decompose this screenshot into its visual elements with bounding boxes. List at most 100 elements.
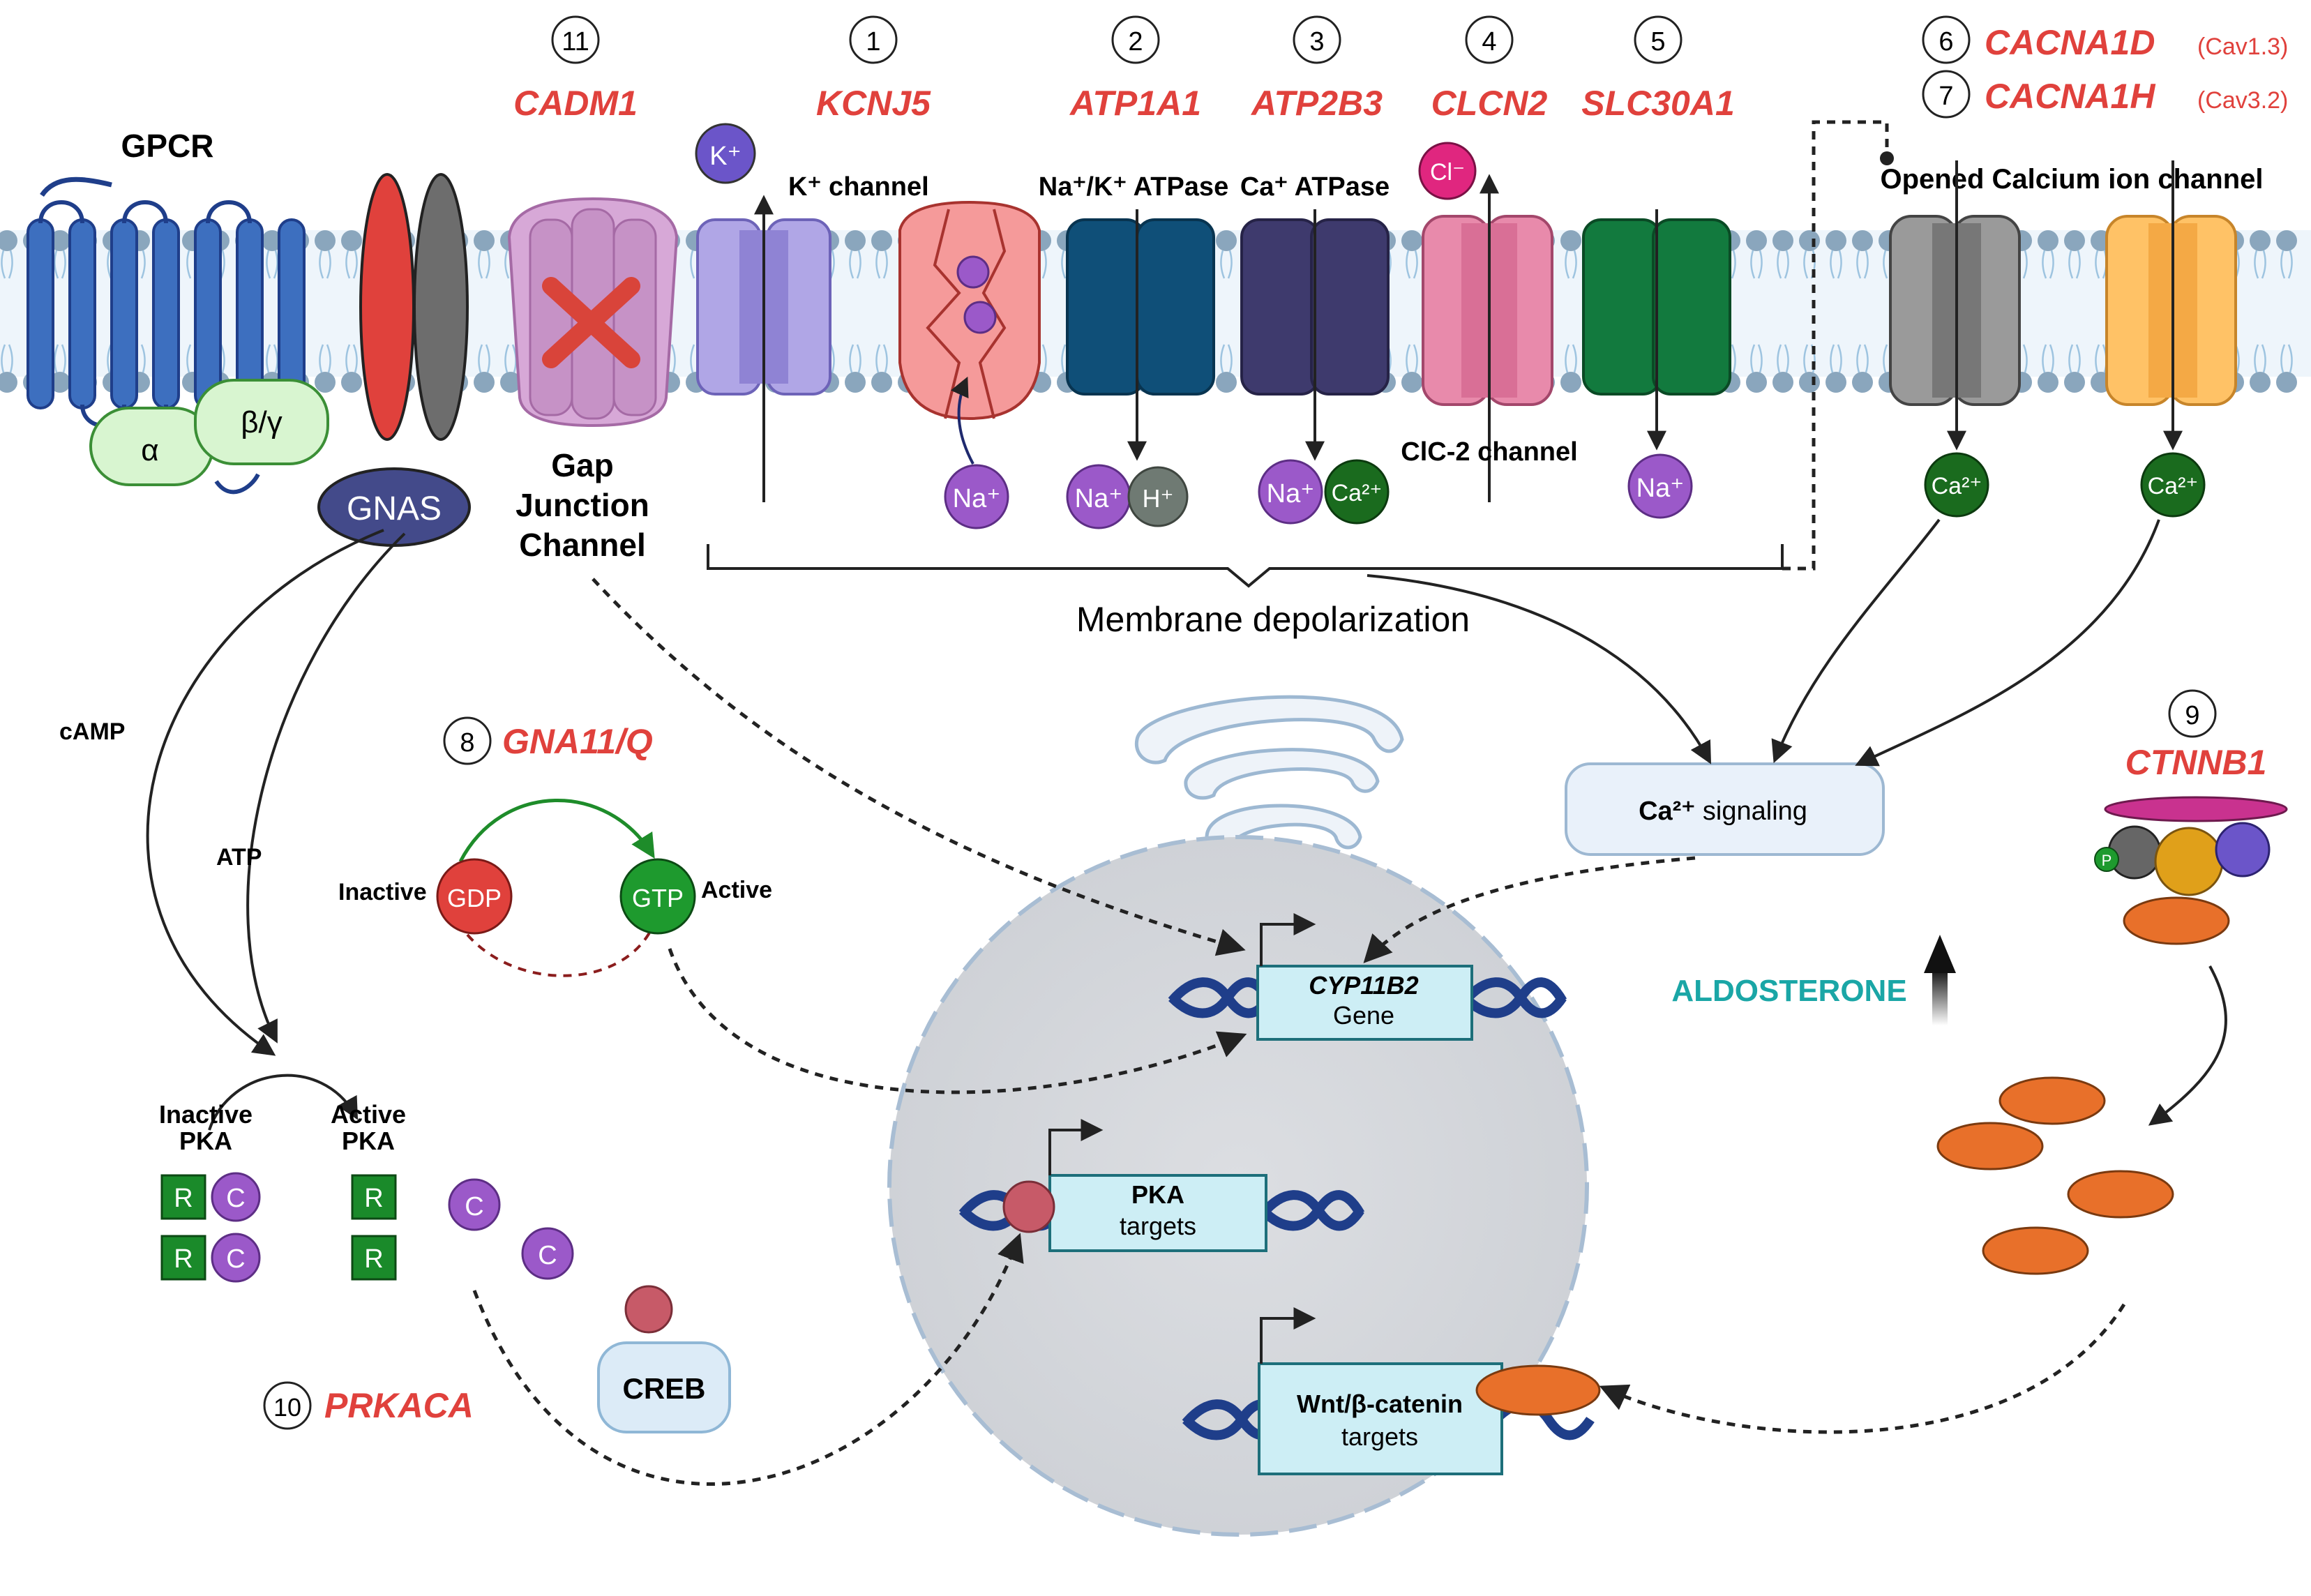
svg-text:2: 2 (1128, 27, 1143, 57)
svg-text:C: C (538, 1241, 557, 1270)
depolarization-bracket (707, 544, 1784, 588)
inactive-label: Inactive (338, 879, 427, 905)
aldosterone-arrow-shaft (1932, 970, 1948, 1025)
ca-atpase (1240, 209, 1390, 461)
phospho-label: P (2102, 852, 2112, 869)
na-ion-kcnj5 (944, 464, 1009, 529)
svg-text:9: 9 (2185, 701, 2199, 730)
creb-label: CREB (622, 1372, 705, 1405)
h-ion (1127, 466, 1189, 527)
cl-ion-label: Cl⁻ (1430, 159, 1465, 186)
ca-ion-ca-atpase (1324, 459, 1390, 525)
svg-text:4: 4 (1482, 27, 1496, 57)
pka-targets-gene (958, 1119, 1365, 1252)
svg-text:8: 8 (460, 728, 474, 758)
inactive-pka-label-2: PKA (179, 1127, 232, 1155)
gna-cycle (436, 799, 696, 977)
wnt-targets-gene (1182, 1307, 1601, 1475)
gene-atp1a1: ATP1A1 (1069, 84, 1201, 123)
gene-gna11q: GNA11/Q (502, 722, 653, 761)
nuclear-signal-arrows (472, 578, 2126, 1486)
na-ion-slc30a1 (1627, 453, 1693, 519)
svg-text:7: 7 (1939, 82, 1953, 111)
gene-cacna1d-sub: (Cav1.3) (2197, 33, 2288, 60)
aldosterone-up-arrow (1924, 935, 1956, 973)
g-beta-gamma-label: β/γ (241, 405, 283, 439)
svg-text:R: R (364, 1244, 383, 1274)
svg-text:11: 11 (562, 27, 589, 57)
cav32-channel (2105, 160, 2237, 451)
free-beta-catenin (1936, 1076, 2174, 1275)
red-membrane-protein (359, 173, 415, 441)
na-ion-ca-atpase-label: Na⁺ (1267, 479, 1315, 509)
gene-cacna1h: CACNA1H (1985, 77, 2155, 116)
aldosterone-label: ALDOSTERONE (1671, 974, 1906, 1008)
cyp11b2-gene-label: Gene (1333, 1001, 1394, 1030)
active-pka-label-2: PKA (342, 1127, 395, 1155)
cl-ion (1418, 142, 1477, 200)
creb-box (597, 1341, 731, 1433)
na-ion-atpase-label: Na⁺ (1075, 484, 1123, 513)
svg-text:R: R (174, 1184, 193, 1213)
kcnj5-mutant-channel (898, 200, 1041, 465)
wnt-targets-label-1: Wnt/β-catenin (1297, 1390, 1463, 1418)
membrane-depolarization-label: Membrane depolarization (1076, 600, 1470, 639)
ca-ion-ca-atpase-label: Ca²⁺ (1332, 480, 1383, 506)
clc2-channel-label: ClC-2 channel (1401, 437, 1577, 467)
na-ion-kcnj5-label: Na⁺ (953, 484, 1001, 513)
svg-text:5: 5 (1650, 27, 1665, 57)
gtp-label: GTP (632, 884, 684, 912)
g-alpha-label: α (141, 433, 158, 467)
gap-junction-label-1: Gap (551, 447, 613, 483)
ca-atpase-label: Ca⁺ ATPase (1240, 172, 1390, 202)
gap-junction-channel (507, 197, 679, 428)
gap-junction-label-2: Junction (515, 487, 649, 523)
cyp11b2-gene (1168, 913, 1567, 1041)
ca-ion-cav13-label: Ca²⁺ (1932, 473, 1982, 499)
gene-cacna1d: CACNA1D (1985, 23, 2155, 62)
na-k-atpase (1066, 209, 1215, 461)
active-label: Active (701, 877, 772, 903)
phospho-creb-dot (624, 1285, 673, 1334)
svg-text:C: C (226, 1184, 245, 1213)
camp-label: cAMP (59, 718, 125, 745)
gene-ctnnb1: CTNNB1 (2125, 743, 2267, 782)
svg-text:10: 10 (273, 1393, 301, 1422)
gene-atp2b3: ATP2B3 (1250, 84, 1383, 123)
k-channel (696, 195, 831, 502)
gene-prkaca: PRKACA (324, 1386, 474, 1425)
cav13-channel (1889, 160, 2021, 451)
ca-signaling-label: Ca²⁺ signaling (1639, 797, 1807, 826)
svg-text:3: 3 (1309, 27, 1324, 57)
na-ion-ca-atpase (1258, 459, 1323, 525)
ca-signaling-box (1565, 762, 1885, 856)
svg-text:1: 1 (866, 27, 880, 57)
active-pka-label-1: Active (331, 1100, 406, 1129)
active-pka: R R C C (351, 1174, 574, 1281)
pka-targets-label-2: targets (1120, 1212, 1196, 1240)
clc2-channel (1422, 174, 1553, 502)
cyp11b2-label: CYP11B2 (1309, 971, 1418, 1000)
inactive-pka: R C R C (160, 1172, 261, 1283)
svg-text:C: C (465, 1192, 483, 1221)
gpcr-label: GPCR (121, 128, 214, 164)
h-ion-label: H⁺ (1143, 484, 1174, 513)
pka-targets-label-1: PKA (1131, 1180, 1184, 1209)
gene-slc30a1: SLC30A1 (1581, 84, 1735, 123)
ca-ion-cav32-label: Ca²⁺ (2148, 473, 2199, 499)
golgi-apparatus (1134, 695, 1404, 855)
g-protein: α β/γ (89, 379, 329, 495)
k-channel-label: K⁺ channel (788, 172, 929, 202)
svg-text:6: 6 (1939, 27, 1953, 57)
gene-kcnj5: KCNJ5 (816, 84, 931, 123)
camp-pathway (146, 529, 406, 1131)
gene-clcn2: CLCN2 (1431, 84, 1548, 123)
slc30a1-transporter (1582, 209, 1731, 451)
ca-ion-cav13 (1924, 452, 1989, 518)
svg-text:R: R (364, 1184, 383, 1213)
beta-catenin-complex: P (2094, 796, 2288, 1126)
opened-calcium-channel-label: Opened Calcium ion channel (1881, 164, 2264, 195)
inactive-pka-label-1: Inactive (159, 1100, 253, 1129)
